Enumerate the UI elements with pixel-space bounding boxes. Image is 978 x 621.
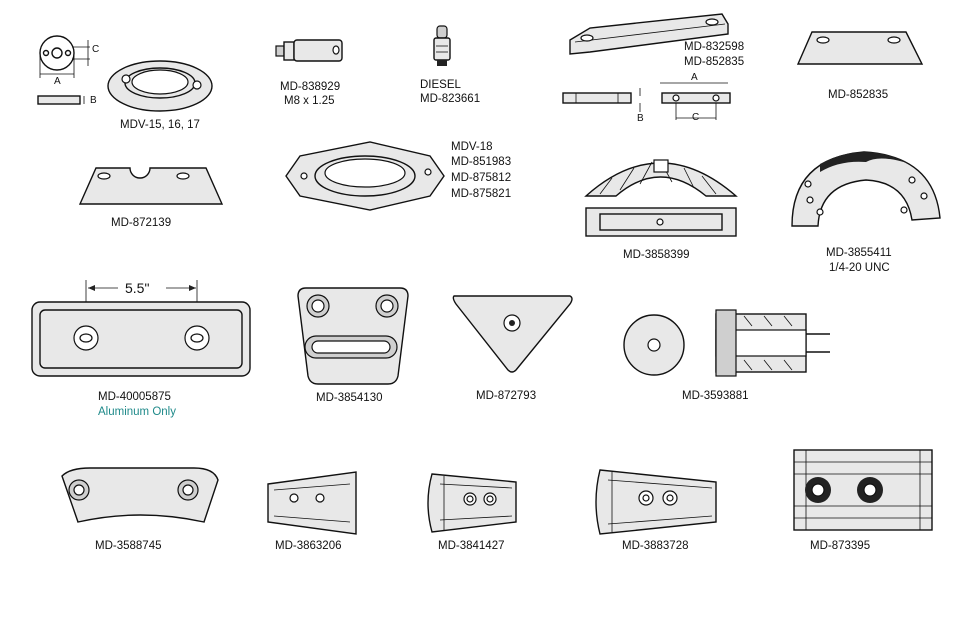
part-mdv15-diagram xyxy=(37,35,213,112)
p6-label: MD-872139 xyxy=(111,217,172,229)
p1-dim-a: A xyxy=(54,76,61,87)
p4-dim-a: A xyxy=(691,72,698,83)
p10-note: Aluminum Only xyxy=(98,406,176,418)
p2-label: MD-838929 xyxy=(280,81,341,93)
p8-label: MD-3858399 xyxy=(623,249,690,261)
p5-label: MD-852835 xyxy=(828,89,889,101)
p7-label-3: MD-875812 xyxy=(451,172,512,184)
part-md873395-diagram xyxy=(793,449,933,531)
p7-label-1: MDV-18 xyxy=(451,141,493,153)
p4-dim-b: B xyxy=(637,113,644,124)
p3-sublabel: MD-823661 xyxy=(420,93,481,105)
part-md3854130-diagram xyxy=(297,287,409,385)
part-md838929-diagram xyxy=(275,39,343,62)
part-md3588745-diagram xyxy=(61,467,219,523)
p9-label: MD-3855411 xyxy=(826,247,892,259)
p17-label: MD-3883728 xyxy=(622,540,689,552)
p1-label: MDV-15, 16, 17 xyxy=(120,119,200,131)
part-md3883728-diagram xyxy=(595,469,717,535)
part-md3858399-diagram xyxy=(584,159,738,237)
p10-spacing: 5.5" xyxy=(125,280,150,296)
part-md832598-diagram xyxy=(562,13,731,120)
p14-label: MD-3588745 xyxy=(95,540,162,552)
p7-label-4: MD-875821 xyxy=(451,188,512,200)
p4-dim-c: C xyxy=(692,112,700,123)
part-md823661-diagram xyxy=(433,25,451,66)
p2-sublabel: M8 x 1.25 xyxy=(284,95,335,107)
p18-label: MD-873395 xyxy=(810,540,871,552)
p1-dim-c: C xyxy=(92,44,100,55)
p7-label-2: MD-851983 xyxy=(451,156,512,168)
p9-sublabel: 1/4-20 UNC xyxy=(829,262,890,274)
part-md3593881-diagram xyxy=(623,309,830,377)
p16-label: MD-3841427 xyxy=(438,540,505,552)
p4-sublabel: MD-852835 xyxy=(684,56,745,68)
part-mdv18-diagram xyxy=(285,141,445,211)
p10-label: MD-40005875 xyxy=(98,391,171,403)
part-md3863206-diagram xyxy=(267,471,357,535)
part-md852835-diagram xyxy=(796,31,924,65)
part-md40005875-diagram xyxy=(31,280,251,377)
part-md872793-diagram xyxy=(452,295,573,373)
p3-label: DIESEL xyxy=(420,79,461,91)
part-md3855411-diagram xyxy=(791,151,941,227)
p12-label: MD-872793 xyxy=(476,390,537,402)
p15-label: MD-3863206 xyxy=(275,540,342,552)
p1-dim-b: B xyxy=(90,95,97,106)
part-md872139-diagram xyxy=(78,167,224,205)
p13-label: MD-3593881 xyxy=(682,390,749,402)
p11-label: MD-3854130 xyxy=(316,392,383,404)
p4-label: MD-832598 xyxy=(684,41,745,53)
part-md3841427-diagram xyxy=(427,473,517,533)
